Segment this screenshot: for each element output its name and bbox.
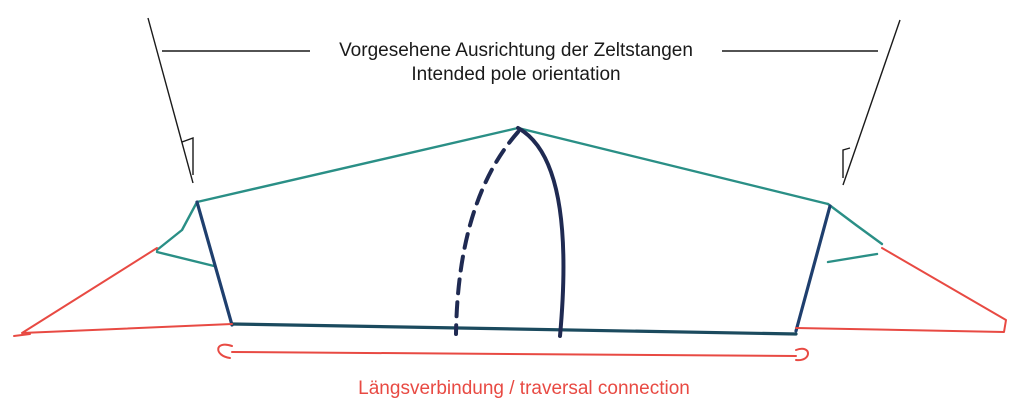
left-peg-loop <box>13 333 31 337</box>
orientation-caption-en: Intended pole orientation <box>411 64 620 85</box>
orientation-caption-de: Vorgesehene Ausrichtung der Zeltstangen <box>339 40 693 61</box>
right-vestibule-inner <box>826 252 879 264</box>
tent-poles <box>454 126 566 338</box>
orientation-pointers <box>147 17 901 186</box>
traversal-connection <box>231 351 797 357</box>
pole-solid <box>516 126 566 338</box>
left-vestibule-inner <box>155 250 216 268</box>
right-angle-marker <box>842 147 851 178</box>
right-pointer-arrow <box>842 19 901 186</box>
left-pointer-arrow <box>147 17 194 184</box>
pole-dashed <box>454 130 520 336</box>
right-guy-line <box>795 247 1007 333</box>
tent-outline <box>155 126 884 268</box>
tent-floor <box>230 322 798 336</box>
left-vestibule <box>155 200 199 252</box>
tent-frame <box>195 200 832 336</box>
guy-lines <box>13 247 1007 362</box>
left-guy-line <box>21 247 233 334</box>
right-vestibule <box>826 202 884 246</box>
left-traversal-loop <box>217 343 233 359</box>
right-traversal-loop <box>795 347 809 362</box>
right-end-wall <box>794 204 832 333</box>
left-angle-marker <box>181 137 194 175</box>
left-end-wall <box>195 200 234 327</box>
traversal-caption: Längsverbindung / traversal connection <box>358 378 690 399</box>
